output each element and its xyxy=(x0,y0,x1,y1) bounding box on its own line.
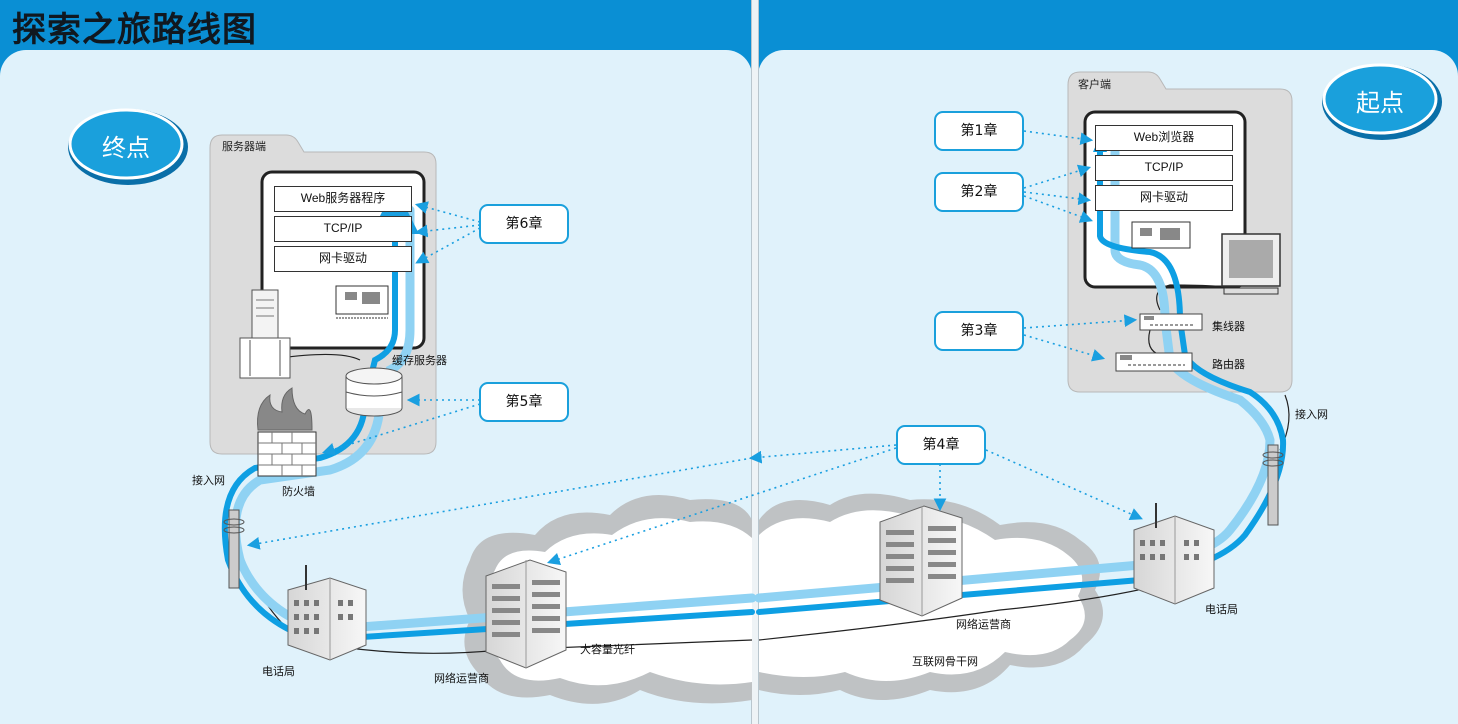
firewall-label: 防火墙 xyxy=(282,485,315,498)
chapter-2-callout: 第2章 xyxy=(934,172,1024,212)
cache-server-icon xyxy=(345,367,403,417)
chapter-6-callout: 第6章 xyxy=(479,204,569,244)
tower-server-icon xyxy=(239,289,291,379)
pole-left-icon xyxy=(223,509,245,589)
server-layer-tcpip: TCP/IP xyxy=(274,216,412,242)
network-route xyxy=(221,145,1287,644)
router-label: 路由器 xyxy=(1212,358,1245,371)
isp-left-building-icon xyxy=(485,559,567,669)
telecom-left-label: 电话局 xyxy=(262,665,295,678)
cache-server-label: 缓存服务器 xyxy=(392,354,447,367)
hub-icon xyxy=(1139,313,1203,331)
hub-label: 集线器 xyxy=(1212,320,1245,333)
telecom-left-building-icon xyxy=(287,565,367,661)
router-icon xyxy=(1115,352,1193,372)
server-layer-web-app: Web服务器程序 xyxy=(274,186,412,212)
isp-right-building-icon xyxy=(879,505,963,617)
client-layer-nic-driver: 网卡驱动 xyxy=(1095,185,1233,211)
access-net-left-label: 接入网 xyxy=(192,474,225,487)
isp-right-label: 网络运营商 xyxy=(956,618,1011,631)
firewall-icon xyxy=(257,387,317,477)
client-computer-icon xyxy=(1221,233,1281,295)
chapter-1-callout: 第1章 xyxy=(934,111,1024,151)
header-bar: 探索之旅路线图 xyxy=(0,0,1458,50)
server-layer-nic-driver: 网卡驱动 xyxy=(274,246,412,272)
server-side-label: 服务器端 xyxy=(222,140,266,153)
end-badge-shape xyxy=(68,108,188,185)
end-badge: 终点 xyxy=(102,134,150,162)
page-title: 探索之旅路线图 xyxy=(12,10,257,50)
client-side-label: 客户端 xyxy=(1078,78,1111,91)
isp-left-label: 网络运营商 xyxy=(434,672,489,685)
fiber-label: 大容量光纤 xyxy=(580,643,635,656)
start-badge: 起点 xyxy=(1356,89,1404,117)
backbone-label: 互联网骨干网 xyxy=(912,655,978,668)
telecom-right-building-icon xyxy=(1133,503,1215,605)
client-layer-browser: Web浏览器 xyxy=(1095,125,1233,151)
telecom-right-label: 电话局 xyxy=(1205,603,1238,616)
client-nic-icon xyxy=(1131,221,1191,249)
server-nic-icon xyxy=(335,285,389,319)
page-divider xyxy=(751,0,759,724)
chapter-4-callout: 第4章 xyxy=(896,425,986,465)
chapter-leaders xyxy=(246,130,1143,566)
pole-right-icon xyxy=(1262,444,1284,526)
chapter-5-callout: 第5章 xyxy=(479,382,569,422)
chapter-3-callout: 第3章 xyxy=(934,311,1024,351)
start-badge-shape xyxy=(1322,63,1442,140)
client-layer-tcpip: TCP/IP xyxy=(1095,155,1233,181)
access-net-right-label: 接入网 xyxy=(1295,408,1328,421)
